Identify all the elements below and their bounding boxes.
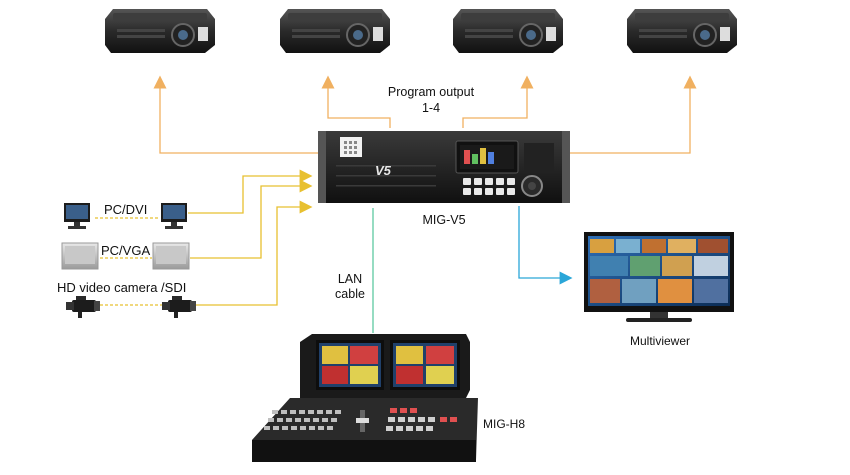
mig-v5-processor: V5 [318,131,570,203]
processor-badge: V5 [375,163,392,178]
cable-label: cable [335,287,365,301]
multiviewer-label: Multiviewer [630,334,690,348]
projector-4 [627,9,737,53]
projector-3 [453,9,563,53]
video-camera-icon [162,296,196,318]
console-label: MIG-H8 [483,417,525,431]
desktop-pc-icon [152,242,190,270]
pc-vga-source: PC/VGA [61,242,190,270]
output-line-1 [153,75,320,154]
projector-1 [105,9,215,53]
multiviewer-line [518,206,573,285]
multiviewer-tv [584,232,734,322]
output-line-4 [568,75,697,154]
desktop-pc-icon [61,242,99,270]
output-line-3 [462,75,534,128]
mig-h8-console [252,334,478,462]
input-line-vga [190,179,313,259]
pc-vga-label: PC/VGA [101,243,150,258]
program-output-label: Program output [388,85,475,99]
projector-icon [453,9,563,53]
lan-label: LAN [338,272,362,286]
camera-sdi-label: HD video camera /SDI [57,280,186,295]
projector-2 [280,9,390,53]
video-processor-icon: V5 [318,131,570,203]
projector-icon [280,9,390,53]
processor-label: MIG-V5 [422,213,465,227]
control-console-icon [252,334,478,462]
input-lines [188,169,313,306]
pc-dvi-source: PC/DVI [64,202,187,229]
monitor-icon [584,232,734,322]
projector-icon [105,9,215,53]
camera-sdi-source: HD video camera /SDI [57,280,196,318]
video-camera-icon [66,296,100,318]
input-dashes [95,217,162,306]
desktop-pc-icon [64,203,90,229]
projector-icon [627,9,737,53]
program-output-lines [153,75,697,154]
output-line-2 [321,75,391,128]
pc-dvi-label: PC/DVI [104,202,147,217]
input-line-sdi [190,200,313,306]
input-line-dvi [188,169,313,214]
program-output-range-label: 1-4 [422,101,440,115]
desktop-pc-icon [161,203,187,229]
